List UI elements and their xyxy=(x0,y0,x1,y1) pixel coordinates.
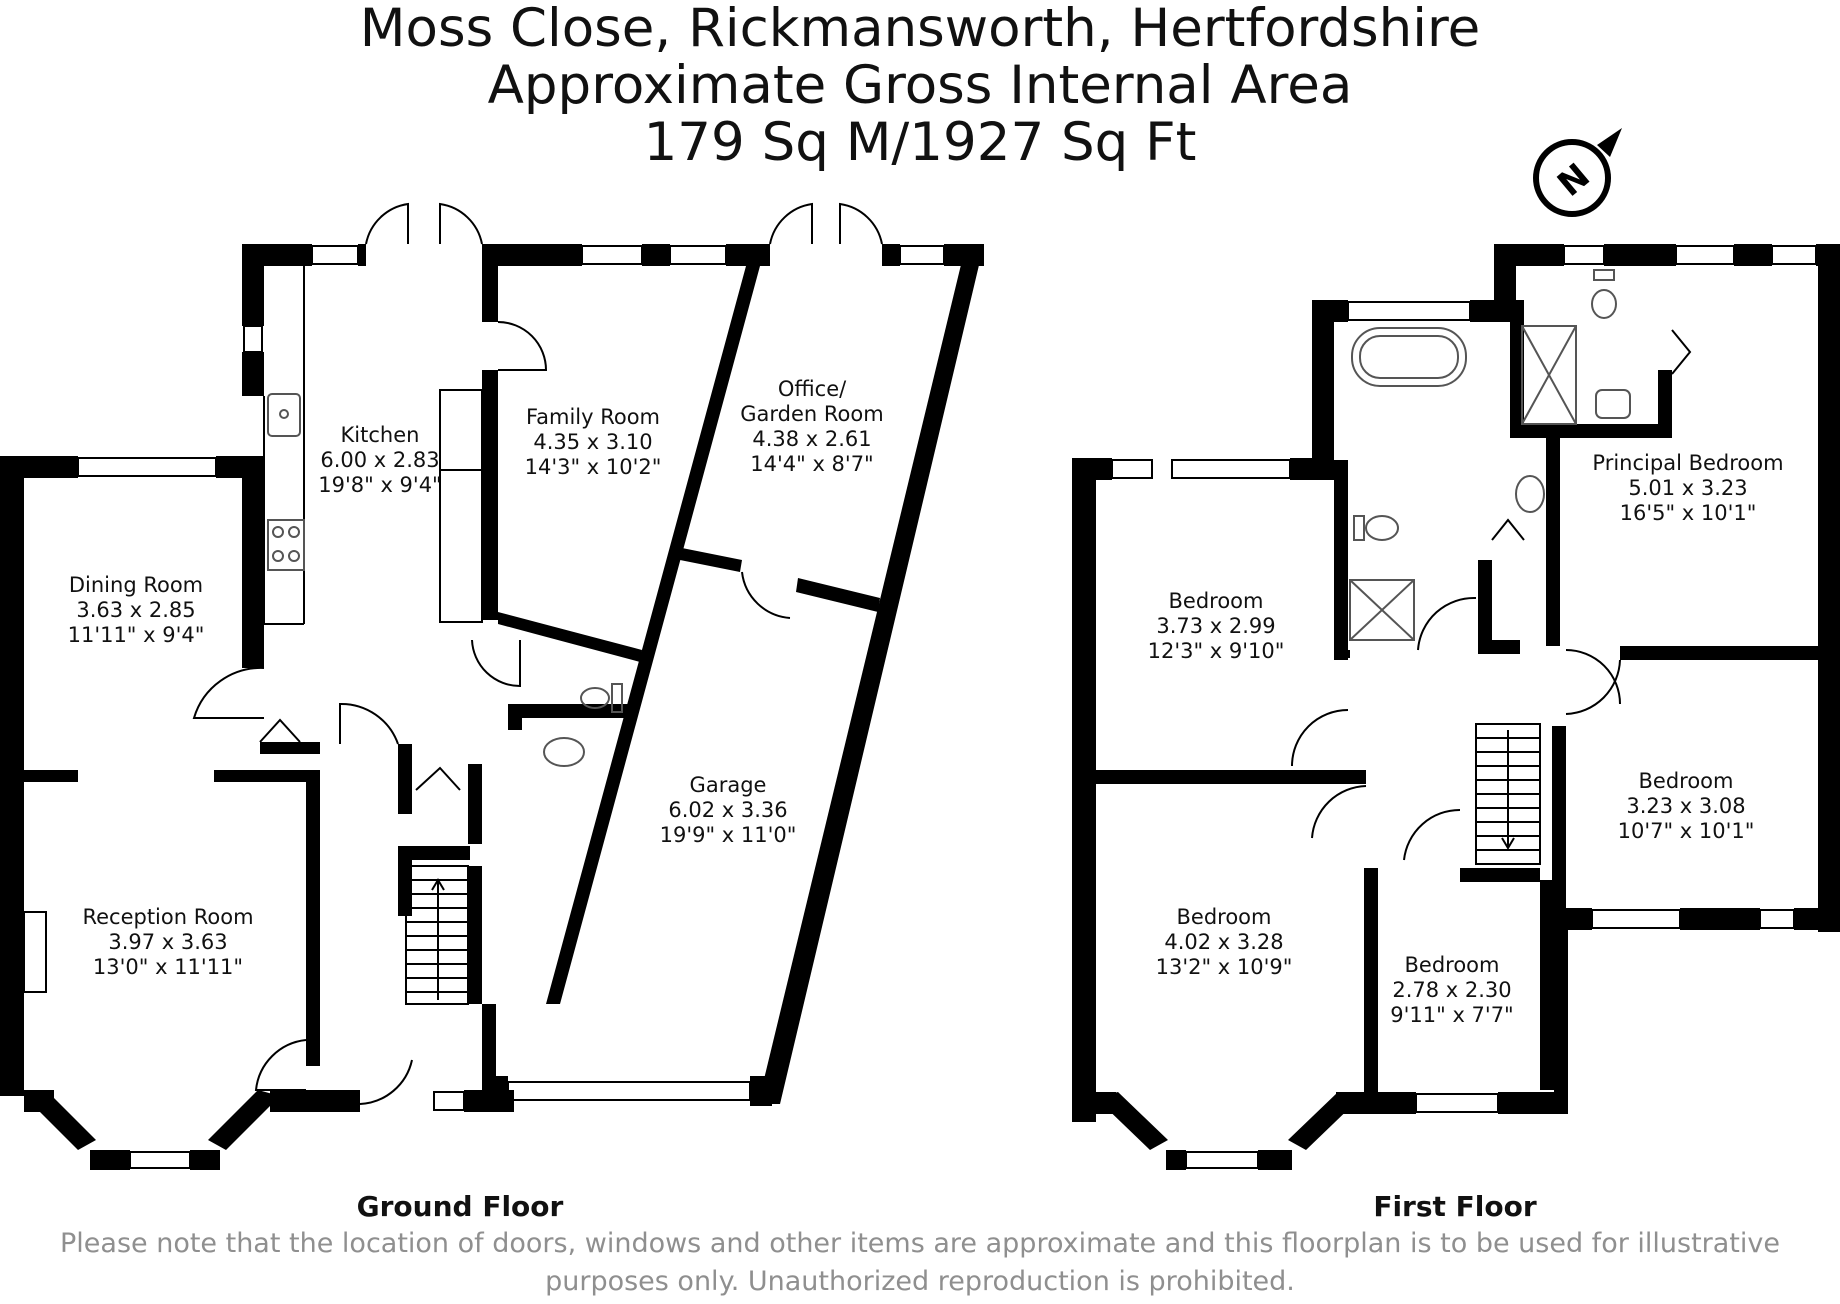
room-size-metric: 4.35 x 3.10 xyxy=(533,430,652,454)
kitchen-fixtures xyxy=(267,393,623,767)
room-size-imperial: 11'11" x 9'4" xyxy=(68,623,205,647)
room-size-metric: 4.38 x 2.61 xyxy=(752,427,871,451)
north-letter: N xyxy=(1550,156,1598,205)
room-name: Family Room xyxy=(526,405,660,429)
room-size-metric: 2.78 x 2.30 xyxy=(1392,978,1511,1002)
room-size-imperial: 10'7" x 10'1" xyxy=(1618,819,1755,843)
first-floor-windows xyxy=(1111,245,1817,1169)
disclaimer: Please note that the location of doors, … xyxy=(40,1225,1800,1301)
ground-floor-label: Ground Floor xyxy=(356,1190,564,1223)
room-reception: Reception Room 3.97 x 3.63 13'0" x 11'11… xyxy=(82,905,253,979)
room-size-imperial: 16'5" x 10'1" xyxy=(1620,501,1757,525)
room-size-imperial: 19'9" x 11'0" xyxy=(660,823,797,847)
room-bedroom-3: Bedroom 4.02 x 3.28 13'2" x 10'9" xyxy=(1156,905,1293,979)
first-floor-plan: Principal Bedroom 5.01 x 3.23 16'5" x 10… xyxy=(1072,244,1840,1170)
room-dining: Dining Room 3.63 x 2.85 11'11" x 9'4" xyxy=(68,573,205,647)
room-size-imperial: 19'8" x 9'4" xyxy=(318,473,441,497)
room-bedroom-1: Bedroom 3.73 x 2.99 12'3" x 9'10" xyxy=(1148,589,1285,663)
title-line-1: Moss Close, Rickmansworth, Hertfordshire xyxy=(359,0,1481,59)
disclaimer-line-1: Please note that the location of doors, … xyxy=(60,1228,1780,1259)
ground-floor-plan: Kitchen 6.00 x 2.83 19'8" x 9'4" Family … xyxy=(0,202,984,1170)
title-line-2: Approximate Gross Internal Area xyxy=(487,55,1353,116)
room-name: Kitchen xyxy=(341,423,420,447)
room-bedroom-4: Bedroom 2.78 x 2.30 9'11" x 7'7" xyxy=(1390,953,1513,1027)
bathroom-fixtures xyxy=(1349,269,1631,641)
room-size-metric: 3.97 x 3.63 xyxy=(108,930,227,954)
room-size-metric: 3.73 x 2.99 xyxy=(1156,614,1275,638)
room-family: Family Room 4.35 x 3.10 14'3" x 10'2" xyxy=(525,405,662,479)
room-size-imperial: 14'3" x 10'2" xyxy=(525,455,662,479)
room-name: Principal Bedroom xyxy=(1592,451,1783,475)
title-line-3: 179 Sq M/1927 Sq Ft xyxy=(643,112,1197,173)
room-name: Bedroom xyxy=(1405,953,1500,977)
room-name: Dining Room xyxy=(69,573,203,597)
ground-floor-doors xyxy=(192,202,883,1105)
disclaimer-line-2: purposes only. Unauthorized reproduction… xyxy=(545,1266,1295,1297)
room-name: Reception Room xyxy=(82,905,253,929)
room-name-2: Garden Room xyxy=(740,402,883,426)
first-floor-doors xyxy=(1291,329,1692,861)
room-size-imperial: 14'4" x 8'7" xyxy=(750,452,873,476)
room-size-imperial: 9'11" x 7'7" xyxy=(1390,1003,1513,1027)
room-size-metric: 5.01 x 3.23 xyxy=(1628,476,1747,500)
room-name: Bedroom xyxy=(1169,589,1264,613)
room-principal-bedroom: Principal Bedroom 5.01 x 3.23 16'5" x 10… xyxy=(1592,451,1783,525)
fireplace xyxy=(23,911,47,993)
north-arrow-icon: N xyxy=(1533,128,1622,217)
room-kitchen: Kitchen 6.00 x 2.83 19'8" x 9'4" xyxy=(318,423,441,497)
room-size-imperial: 13'2" x 10'9" xyxy=(1156,955,1293,979)
ground-floor-stairs xyxy=(405,865,469,1005)
room-size-metric: 4.02 x 3.28 xyxy=(1164,930,1283,954)
room-garage: Garage 6.02 x 3.36 19'9" x 11'0" xyxy=(660,773,797,847)
room-size-imperial: 12'3" x 9'10" xyxy=(1148,639,1285,663)
room-size-metric: 3.63 x 2.85 xyxy=(76,598,195,622)
room-office: Office/ Garden Room 4.38 x 2.61 14'4" x … xyxy=(740,377,883,476)
room-size-metric: 6.00 x 2.83 xyxy=(320,448,439,472)
room-size-metric: 6.02 x 3.36 xyxy=(668,798,787,822)
room-bedroom-2: Bedroom 3.23 x 3.08 10'7" x 10'1" xyxy=(1618,769,1755,843)
room-name: Garage xyxy=(690,773,767,797)
first-floor-walls xyxy=(1072,244,1840,1170)
room-size-imperial: 13'0" x 11'11" xyxy=(93,955,243,979)
room-name: Bedroom xyxy=(1639,769,1734,793)
room-size-metric: 3.23 x 3.08 xyxy=(1626,794,1745,818)
first-floor-stairs xyxy=(1475,723,1541,865)
room-name: Office/ xyxy=(778,377,847,401)
first-floor-label: First Floor xyxy=(1373,1190,1537,1223)
room-name: Bedroom xyxy=(1177,905,1272,929)
ground-floor-walls xyxy=(0,244,984,1170)
